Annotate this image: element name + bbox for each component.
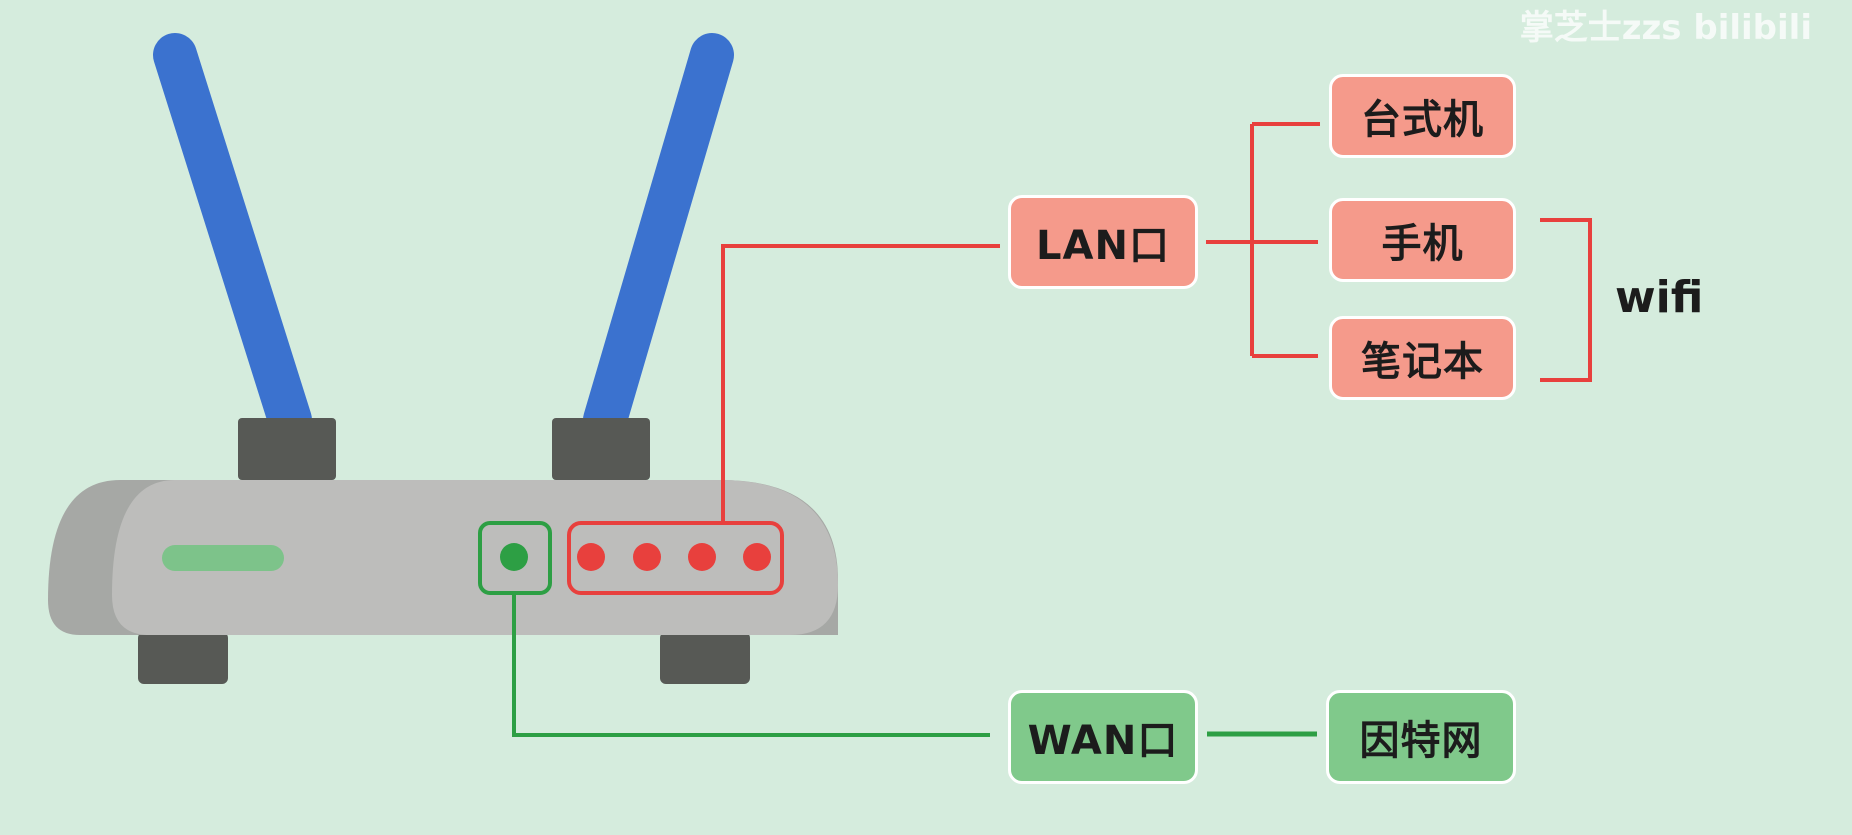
lan-port-1 (577, 543, 605, 571)
lan-connector-line (721, 244, 1000, 523)
lan-ports-highlight (567, 521, 784, 595)
router-body (112, 480, 838, 635)
lan-port-2 (633, 543, 661, 571)
right-antenna-base (552, 418, 650, 480)
wan-port (500, 543, 528, 571)
phone-node: 手机 (1329, 198, 1516, 282)
wifi-label: wifi (1615, 272, 1704, 323)
right-foot (660, 632, 750, 684)
wan-connector-line (512, 593, 990, 737)
left-antenna (153, 33, 312, 442)
desktop-node: 台式机 (1329, 74, 1516, 158)
right-antenna (583, 33, 734, 442)
wifi-bracket (1540, 218, 1592, 382)
left-foot (138, 632, 228, 684)
lan-port-4 (743, 543, 771, 571)
lan-node: LAN口 (1008, 195, 1198, 289)
lan-port-3 (688, 543, 716, 571)
status-light-bar (162, 545, 284, 571)
left-antenna-base (238, 418, 336, 480)
wan-node: WAN口 (1008, 690, 1198, 784)
laptop-node: 笔记本 (1329, 316, 1516, 400)
internet-node: 因特网 (1326, 690, 1516, 784)
watermark: 掌芝士zzs bilibili (1519, 8, 1812, 48)
